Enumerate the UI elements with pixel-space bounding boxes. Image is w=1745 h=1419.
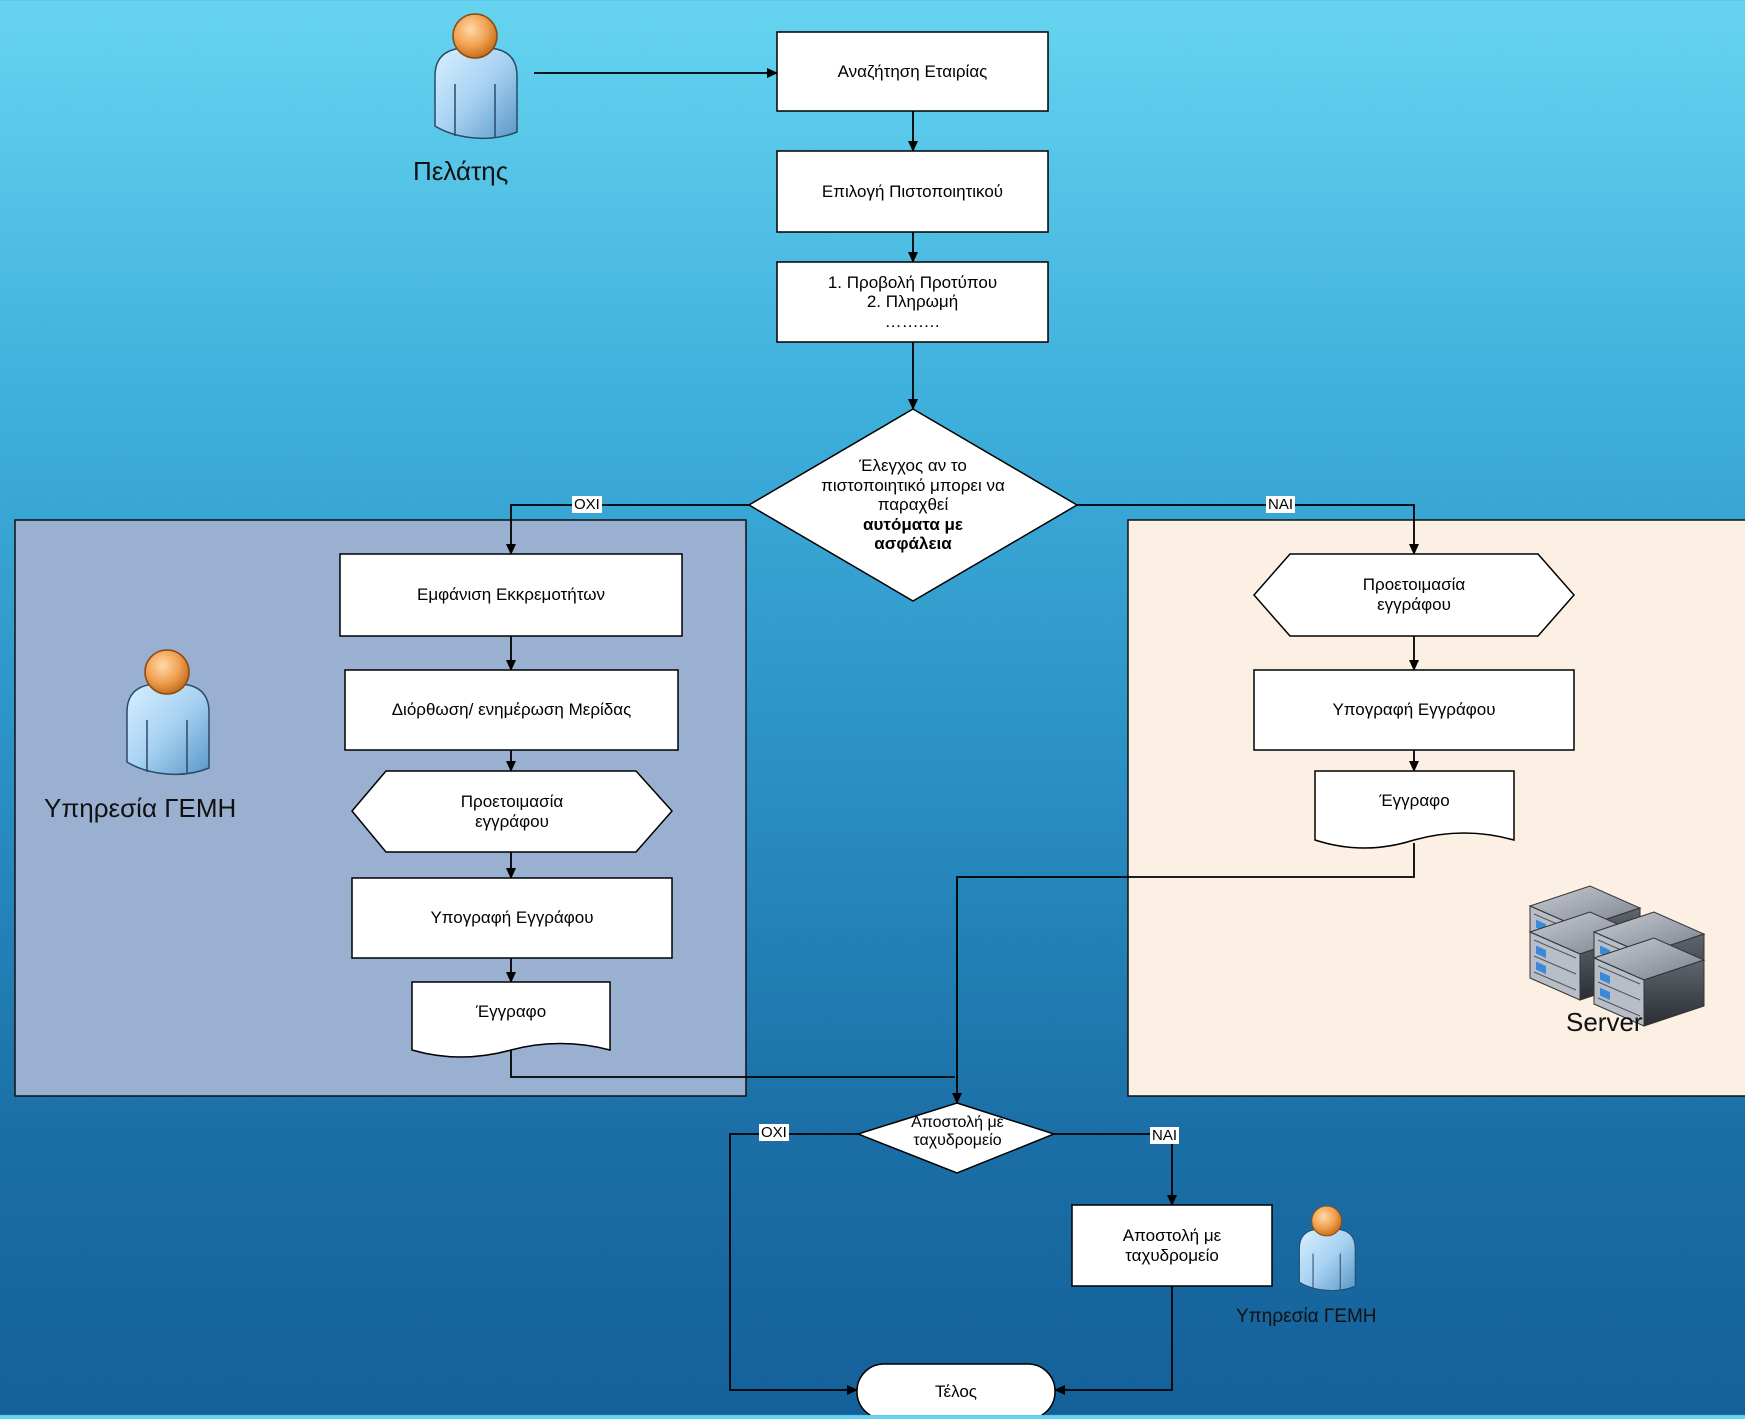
label-correct-update: Διόρθωση/ ενημέρωση Μερίδας	[391, 700, 632, 720]
decision-auto-text: Έλεγχος αν το πιστοποιητικό μπορει να πα…	[821, 456, 1005, 515]
label-sign-doc-left: Υπογραφή Εγγράφου	[430, 908, 594, 928]
label-document-right: Έγγραφο	[1379, 791, 1450, 811]
connectors	[506, 68, 1419, 1395]
node-prepare-doc-left	[351, 770, 674, 853]
node-search-company	[776, 31, 1049, 112]
actor-label-customer: Πελάτης	[413, 156, 509, 186]
actor-label-server: Server	[1566, 1007, 1643, 1037]
label-decision-auto: Έλεγχος αν το πιστοποιητικό μπορει να πα…	[779, 456, 1047, 553]
label-send-post: Αποστολή με ταχυδρομείο	[1122, 1225, 1222, 1265]
actor-label-gemi-service: Υπηρεσία ΓΕΜΗ	[44, 793, 237, 823]
node-preview-payment	[776, 261, 1049, 343]
edge-label-no-bottom: ΟΧΙ	[759, 1124, 789, 1141]
edge-label-no-top: ΟΧΙ	[572, 496, 602, 513]
label-decision-post: Αποστολή με ταχυδρομείο	[911, 1113, 1004, 1149]
edge-label-yes-bottom: ΝΑΙ	[1150, 1127, 1180, 1144]
actor-label-gemi-service-bottom: Υπηρεσία ΓΕΜΗ	[1236, 1306, 1377, 1327]
node-document-right	[1314, 770, 1515, 849]
node-end	[856, 1363, 1056, 1415]
node-correct-update	[344, 669, 679, 751]
decision-send-post	[855, 1102, 1057, 1174]
label-preview-payment: 1. Προβολή Προτύπου 2. Πληρωμή …….…	[827, 272, 998, 331]
person-icon	[434, 13, 518, 140]
node-document-left	[411, 981, 611, 1058]
label-sign-doc-right: Υπογραφή Εγγράφου	[1332, 700, 1496, 720]
node-send-post	[1071, 1204, 1273, 1287]
node-sign-doc-left	[351, 877, 673, 959]
edge-label-yes-top: ΝΑΙ	[1266, 496, 1296, 513]
node-prepare-doc-right	[1253, 553, 1575, 637]
label-prepare-doc-right: Προετοιμασία εγγράφου	[1362, 575, 1466, 614]
decision-auto-generate	[747, 408, 1079, 602]
label-search-company: Αναζήτηση Εταιρίας	[837, 61, 988, 81]
person-icon	[1298, 1205, 1356, 1292]
label-select-certificate: Επιλογή Πιστοποιητικού	[821, 181, 1004, 201]
label-document-left: Έγγραφο	[475, 1002, 547, 1022]
decision-auto-bold-text: αυτόματα με ασφάλεια	[863, 514, 963, 554]
node-sign-doc-right	[1253, 669, 1575, 751]
label-show-pending: Εμφάνιση Εκκρεμοτήτων	[417, 585, 605, 605]
label-end: Τέλος	[935, 1381, 977, 1401]
node-show-pending	[339, 553, 683, 637]
node-select-certificate	[776, 150, 1049, 233]
label-prepare-doc-left: Προετοιμασία εγγράφου	[460, 791, 564, 831]
